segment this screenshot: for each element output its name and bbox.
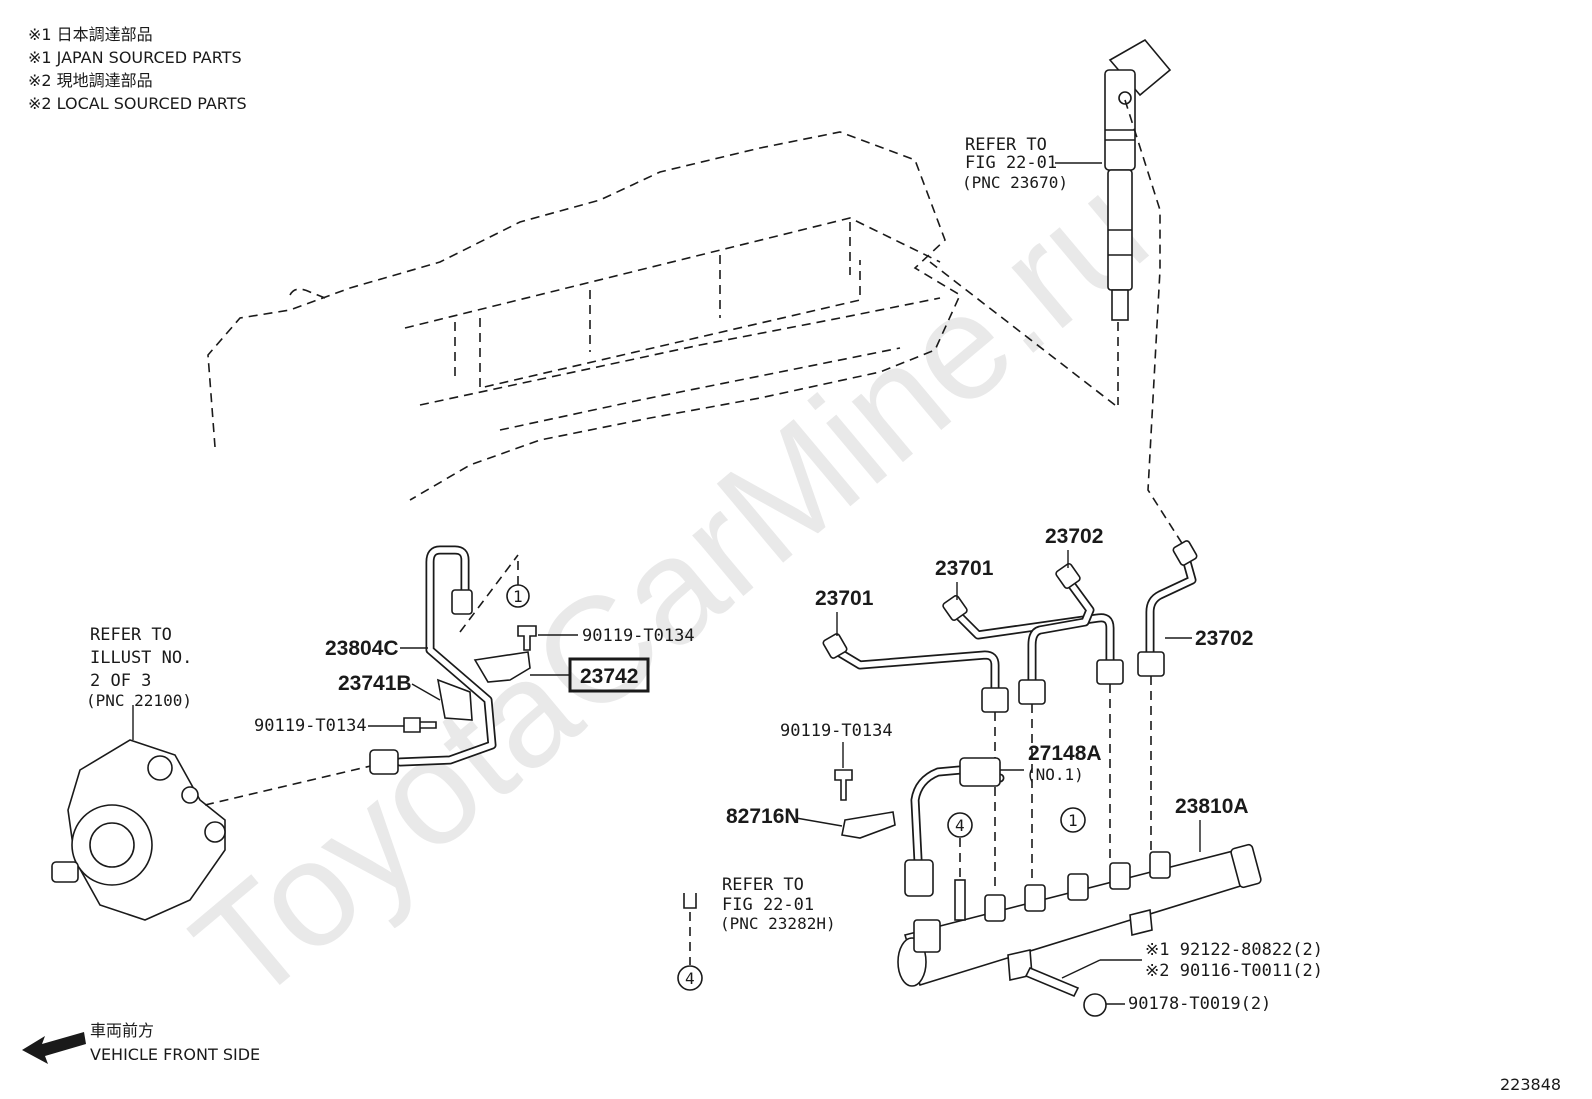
label-stud-local: ※2 90116-T0011(2) [1145,961,1323,981]
ref-sensor-line3: (PNC 23282H) [720,914,836,933]
common-rail-23810a [897,843,1262,987]
callout-4-rail-text: 4 [955,816,965,835]
clamp-23741b [436,678,473,721]
ref-sensor-line1: REFER TO [722,875,804,895]
label-82716n: 82716N [726,805,800,828]
label-bolt-right: 90119-T0134 [780,721,893,741]
ref-injector: REFER TO FIG 22-01 (PNC 23670) [962,135,1102,192]
injection-pipes [822,540,1198,890]
sourcing-notes: ※1 日本調達部品 ※1 JAPAN SOURCED PARTS ※2 現地調達… [28,25,247,113]
label-23701-right: 23701 [935,557,994,580]
ref-pump-line4: (PNC 22100) [86,691,192,710]
arrow-left-icon [22,1032,86,1064]
bracket-23742 [473,651,531,683]
engine-outline [207,131,1116,501]
fuel-injector [1104,38,1186,549]
label-stud-japan: ※1 92122-80822(2) [1145,940,1323,960]
ref-pump: REFER TO ILLUST NO. 2 OF 3 (PNC 22100) [86,625,192,710]
callout-4-rail: 4 [947,812,973,880]
ref-injector-line3: (PNC 23670) [962,173,1068,192]
callout-1-upper-text: 1 [513,587,523,606]
supply-pump [51,705,226,921]
label-23742: 23742 [580,665,638,688]
stud-bolt [1024,966,1080,998]
ref-injector-line1: REFER TO [965,135,1047,155]
note-local-en: ※2 LOCAL SOURCED PARTS [28,94,247,113]
label-nut: 90178-T0019(2) [1128,994,1271,1014]
label-bolt-mid: 90119-T0134 [254,716,367,736]
nut-90178 [1083,993,1107,1017]
label-27148a-sub: (NO.1) [1026,765,1084,784]
ref-pump-line3: 2 OF 3 [90,671,151,691]
ref-pump-line2: ILLUST NO. [90,648,192,668]
part-labels: 23804C 23741B 90119-T0134 23742 90119-T0… [254,525,1323,1014]
label-23702-top: 23702 [1045,525,1103,548]
label-23702-right: 23702 [1195,627,1253,650]
vehicle-front-indicator: 車両前方 VEHICLE FRONT SIDE [22,1021,260,1064]
label-23701-left: 23701 [815,587,874,610]
direction-en: VEHICLE FRONT SIDE [90,1045,260,1064]
label-bolt-upper: 90119-T0134 [582,626,695,646]
callout-4-ref-text: 4 [685,969,695,988]
ref-sensor-line2: FIG 22-01 [722,895,814,915]
illustration-number: 223848 [1500,1075,1561,1094]
note-local-jp: ※2 現地調達部品 [28,71,153,90]
bolt-90119-mid [403,717,437,733]
pressure-sensor-harness [904,757,1005,897]
direction-jp: 車両前方 [90,1021,154,1040]
label-23810a: 23810A [1175,795,1249,818]
callout-1-upper: 1 [506,555,530,608]
note-japan-jp: ※1 日本調達部品 [28,25,153,44]
callout-1-rail-text: 1 [1068,811,1078,830]
clamp-82716n [841,811,896,839]
callout-4-ref: 4 [677,893,703,991]
note-japan-en: ※1 JAPAN SOURCED PARTS [28,48,242,67]
pipe-23804c [369,545,519,775]
callout-1-rail: 1 [1060,807,1086,833]
ref-injector-line2: FIG 22-01 [965,153,1057,173]
bolt-90119-upper [517,625,537,651]
ref-pump-line1: REFER TO [90,625,172,645]
label-23741b: 23741B [338,672,412,695]
label-27148a: 27148A [1028,742,1102,765]
bolt-90119-right [834,769,853,801]
ref-sensor: REFER TO FIG 22-01 (PNC 23282H) [720,875,836,933]
label-23804c: 23804C [325,637,399,660]
